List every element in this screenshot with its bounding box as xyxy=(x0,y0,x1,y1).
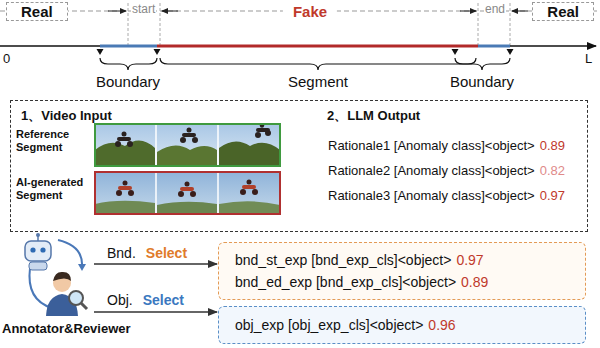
text-label: Bnd. xyxy=(106,245,137,261)
node-text: Real xyxy=(21,3,53,20)
reference-frames xyxy=(95,123,280,166)
text-label: Rationale2 [Anomaly class]<object> xyxy=(328,163,535,178)
text-label: Boundary xyxy=(96,73,160,90)
object-box: obj_exp [obj_exp_cls]<object> 0.96 xyxy=(218,306,586,344)
node-text: 0.97 xyxy=(456,252,483,268)
real-patch: Real xyxy=(532,2,594,21)
node-text: Real xyxy=(547,3,579,20)
node-text: Fake xyxy=(293,2,327,21)
select-arrow xyxy=(94,311,217,313)
text-label: 0 xyxy=(3,51,10,66)
text-label: L xyxy=(585,51,592,66)
text-label: Rationale1 [Anomaly class]<object> xyxy=(328,138,535,153)
generated-frames xyxy=(95,172,280,214)
text-label: Segment xyxy=(288,73,348,90)
fake-patch: Fake xyxy=(283,2,337,21)
node-text: 0.89 xyxy=(461,274,488,290)
text-row: obj_exp [obj_exp_cls]<object> 0.96 xyxy=(235,314,569,336)
node-text: Annotator&Reviewer xyxy=(2,321,131,336)
text-label: end xyxy=(484,2,506,16)
text-label: Obj. xyxy=(106,292,134,308)
text-label: Rationale3 [Anomaly class]<object> xyxy=(328,188,535,203)
text-label: Select xyxy=(142,292,185,308)
text-label: Reference Segment xyxy=(16,128,92,154)
annotator-node: Annotator&Reviewer xyxy=(18,232,92,318)
node-text: obj_exp [obj_exp_cls]<object> xyxy=(235,317,423,333)
text-label: start xyxy=(131,2,156,16)
select-arrow xyxy=(94,263,217,265)
real-patch: Real xyxy=(6,2,68,21)
text-row: bnd_st_exp [bnd_exp_cls]<object> 0.97 xyxy=(235,249,569,271)
node-text: 2、LLM Output xyxy=(327,107,420,125)
text-row: bnd_ed_exp [bnd_exp_cls]<object> 0.89 xyxy=(235,271,569,293)
node-text: 1、Video Input xyxy=(21,107,112,125)
annotator-icon xyxy=(25,233,87,316)
node-text: bnd_ed_exp [bnd_exp_cls]<object> xyxy=(235,274,456,290)
node-text: 0.96 xyxy=(428,317,455,333)
node-text: bnd_st_exp [bnd_exp_cls]<object> xyxy=(235,252,451,268)
text-label: Boundary xyxy=(450,73,514,90)
text-label: Select xyxy=(145,245,188,261)
boundary-box: bnd_st_exp [bnd_exp_cls]<object>0.97bnd_… xyxy=(218,242,586,300)
text-label: AI-generated Segment xyxy=(16,176,94,202)
text-label: 0.97 xyxy=(540,188,565,203)
text-label: 0.82 xyxy=(540,163,565,178)
text-label: 0.89 xyxy=(540,138,565,153)
